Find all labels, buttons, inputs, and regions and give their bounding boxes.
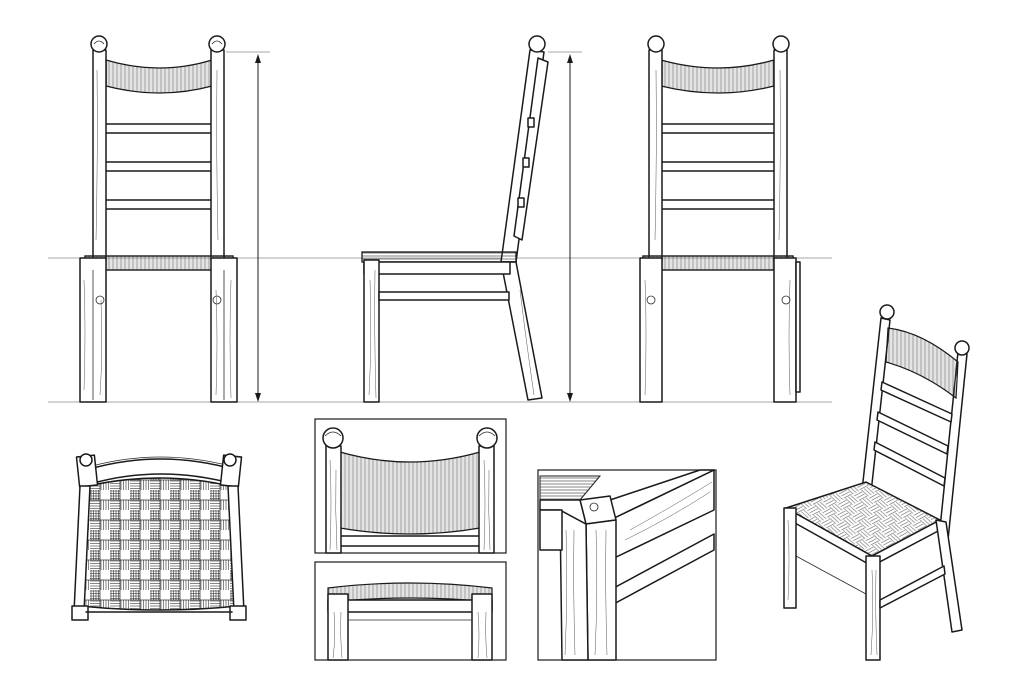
finial-knob [647,35,665,53]
joint-detail [537,469,717,661]
seat-top-view [71,453,247,621]
finial-knob [954,340,970,356]
finial-knob [772,35,790,53]
seat-rail-detail [314,561,507,661]
side-height-dimension [548,51,582,402]
back-view [639,35,801,403]
front-view [79,35,238,403]
side-view [361,35,549,403]
reference-lines [48,257,832,403]
finial-knob [90,35,108,53]
finial-knob [879,304,895,320]
front-height-dimension [226,51,270,402]
finial-knob [322,427,344,449]
perspective-view [783,304,970,661]
finial-knob [528,35,546,53]
finial-knob [208,35,226,53]
backrest-detail [314,418,507,554]
finial-knob [476,427,498,449]
